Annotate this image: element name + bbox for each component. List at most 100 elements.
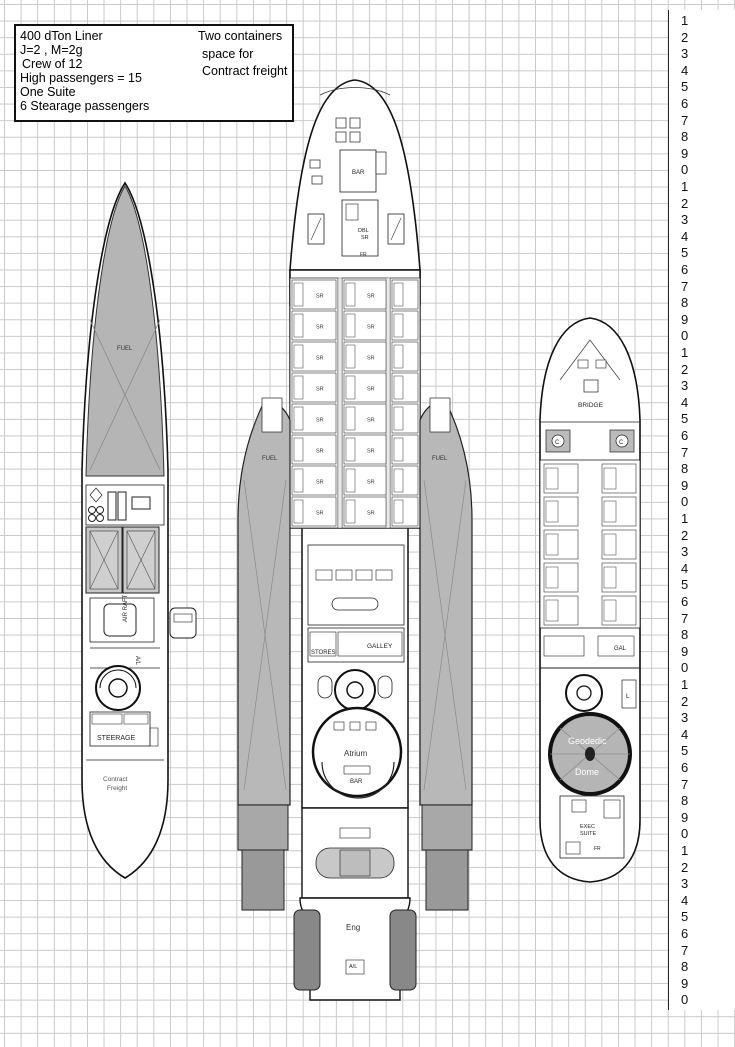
stateroom-bed <box>293 406 304 431</box>
center-airlock-label: A/L <box>349 964 357 970</box>
right-c-label-2: C <box>619 440 624 446</box>
ruler-number: 6 <box>681 760 689 775</box>
stateroom-label: SR <box>367 511 375 517</box>
ruler-number: 6 <box>681 262 689 277</box>
ruler-number: 8 <box>681 461 689 477</box>
center-stores-label: STORES <box>311 650 336 656</box>
spec-note-2: space for <box>202 47 254 61</box>
ruler-number: 5 <box>681 411 689 427</box>
ruler-number: 5 <box>681 245 689 261</box>
left-air-raft <box>103 603 137 637</box>
right-dome-label-1: Geodedic <box>568 736 607 746</box>
stateroom-label: SR <box>316 511 324 517</box>
stateroom-label: SR <box>316 449 324 455</box>
ruler-number: 0 <box>681 660 689 676</box>
stateroom-bed <box>293 375 304 400</box>
left-external-raft <box>169 607 197 639</box>
center-eng-label: Eng <box>346 923 360 932</box>
ruler-number: 1 <box>681 677 689 692</box>
ruler-number: 4 <box>681 62 689 78</box>
center-atrium-label: Atrium <box>344 749 367 758</box>
crew-bed <box>603 566 617 589</box>
stateroom-bed <box>293 437 304 462</box>
left-freight-label-1: Contract <box>103 776 128 783</box>
crew-bed <box>603 533 617 556</box>
stateroom-bed <box>293 282 304 307</box>
ruler-number: 1 <box>681 179 689 194</box>
left-fuel-tank <box>85 185 165 477</box>
right-gal-label: GAL <box>614 646 627 652</box>
crew-bed <box>545 599 559 622</box>
ruler-number: 9 <box>681 477 689 493</box>
crew-bed <box>545 467 559 490</box>
stateroom-bed <box>345 375 356 400</box>
stateroom-bed <box>345 468 356 493</box>
spec-line-jump: J=2 , M=2g <box>20 43 83 57</box>
stateroom-bed <box>393 313 404 338</box>
ruler-number: 4 <box>681 892 689 908</box>
stateroom-bed <box>345 406 356 431</box>
stateroom-label: SR <box>367 387 375 393</box>
ruler-number: 0 <box>681 328 689 344</box>
spec-line-suite: One Suite <box>20 85 76 99</box>
stateroom-bed <box>393 344 404 369</box>
ruler-number: 3 <box>681 212 689 228</box>
stateroom-label: SR <box>316 356 324 362</box>
ruler-number: 6 <box>681 594 689 609</box>
left-air-raft-label: AIR RAFT <box>123 594 129 622</box>
ruler-number: 7 <box>681 776 689 792</box>
ruler-number: 2 <box>681 195 689 211</box>
crew-bed <box>545 566 559 589</box>
stateroom-bed <box>393 499 404 524</box>
stateroom-label: SR <box>316 294 324 300</box>
ruler-number: 3 <box>681 710 689 726</box>
left-fuel-label: FUEL <box>117 346 133 352</box>
ruler-number: 2 <box>681 693 689 709</box>
center-right-main-drive <box>389 909 417 991</box>
center-bar2-label: BAR <box>350 779 363 785</box>
stateroom-bed <box>293 313 304 338</box>
center-right-fuel-label: FUEL <box>432 456 448 462</box>
ruler-number: 9 <box>681 311 689 327</box>
stateroom-bed <box>393 375 404 400</box>
center-left-main-drive <box>293 909 321 991</box>
right-c-label-1: C <box>555 440 560 446</box>
left-ship: FUEL AIR RAFT A/L STEERAGE <box>81 181 197 879</box>
stateroom-label: SR <box>316 325 324 331</box>
ruler-number: 9 <box>681 809 689 825</box>
center-ship: BAR DBL SR FR SRSRSRSRSRSRSRSRSRSRSRSRSR… <box>237 79 473 1001</box>
ruler-number: 4 <box>681 228 689 244</box>
ruler-number: 7 <box>681 112 689 128</box>
ruler-number: 2 <box>681 859 689 875</box>
ruler-number: 8 <box>681 295 689 311</box>
center-dbl-sr-label: SR <box>361 235 369 241</box>
spec-line-high: High passengers = 15 <box>20 71 142 85</box>
ruler-number: 6 <box>681 428 689 443</box>
crew-bed <box>603 500 617 523</box>
ruler-number: 7 <box>681 942 689 958</box>
crew-bed <box>545 533 559 556</box>
ruler-number: 9 <box>681 975 689 991</box>
right-bridge-label: BRIDGE <box>578 402 604 409</box>
left-airlock-label: A/L <box>134 656 140 666</box>
ruler-number: 5 <box>681 577 689 593</box>
ruler-number: 2 <box>681 527 689 543</box>
ruler-number: 7 <box>681 610 689 626</box>
ruler-number: 5 <box>681 79 689 95</box>
spec-note-1: Two containers <box>198 29 283 43</box>
crew-bed <box>545 500 559 523</box>
ruler-number: 0 <box>681 826 689 842</box>
spec-note-3: Contract freight <box>202 64 288 78</box>
stateroom-label: SR <box>367 449 375 455</box>
ruler-number: 0 <box>681 494 689 510</box>
stateroom-label: SR <box>367 294 375 300</box>
right-ship: BRIDGE C C GAL L Geodedic Dome EXEC SUIT… <box>539 317 641 883</box>
ruler-number: 0 <box>681 992 689 1008</box>
ruler-number: 0 <box>681 162 689 178</box>
stateroom-bed <box>293 344 304 369</box>
center-left-thruster <box>237 804 289 851</box>
stateroom-bed <box>345 313 356 338</box>
ruler-number: 2 <box>681 361 689 377</box>
